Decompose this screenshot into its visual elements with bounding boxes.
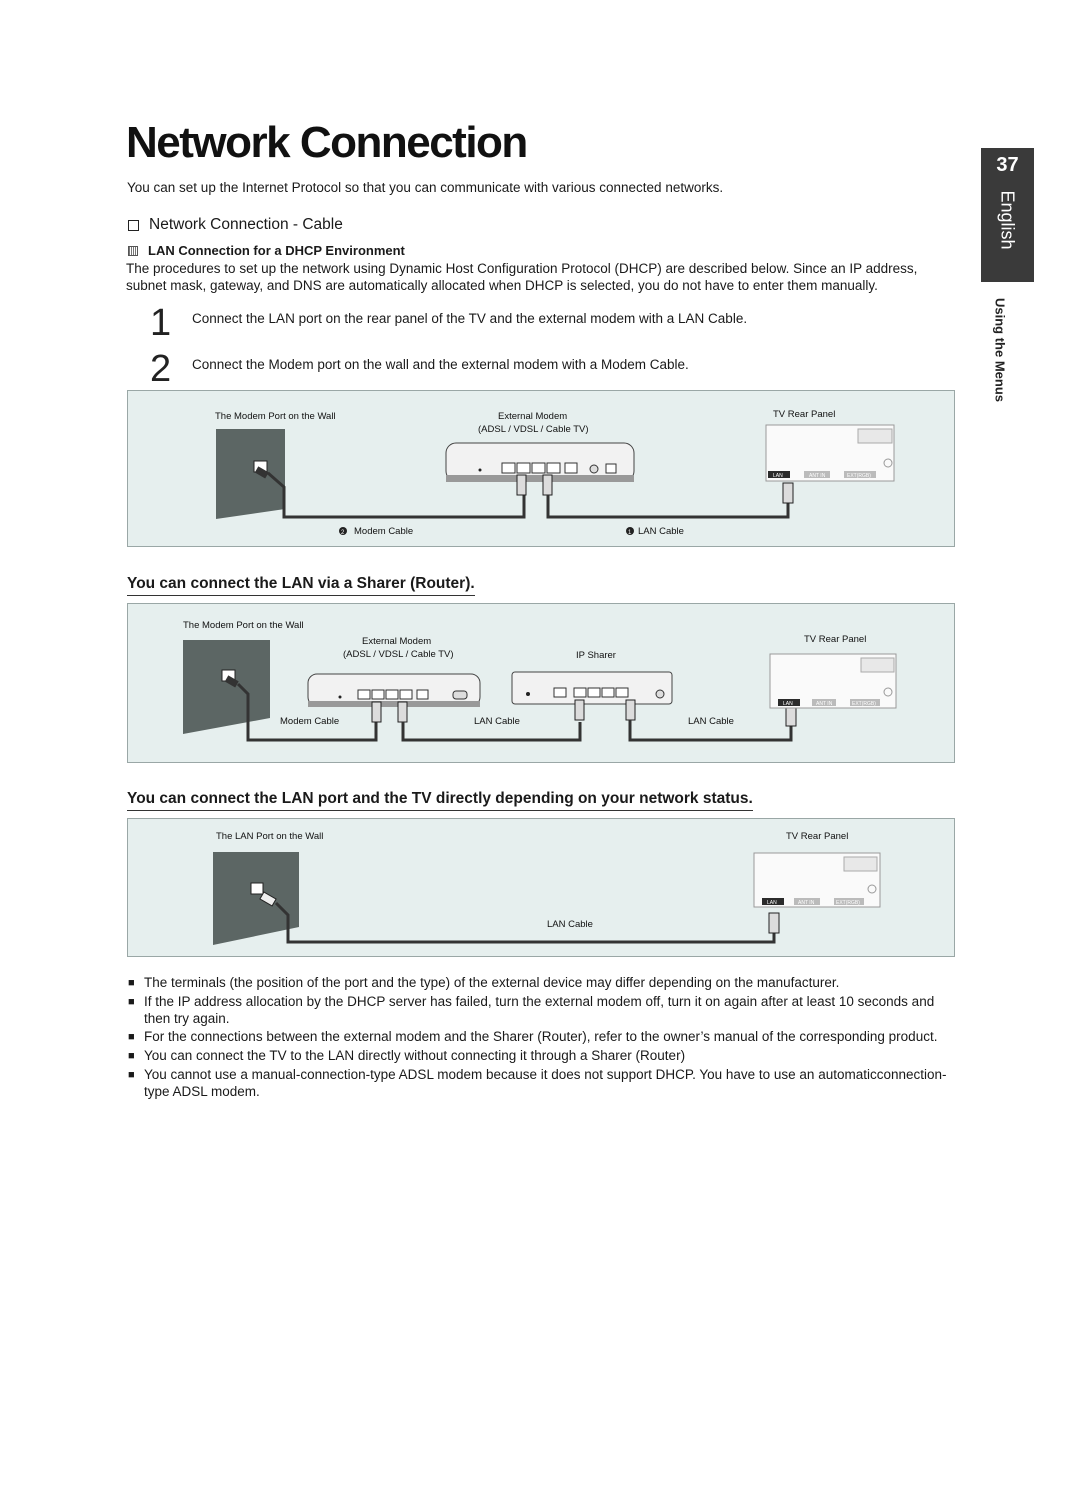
wall-port [250,882,264,895]
step-text: Connect the Modem port on the wall and t… [192,357,689,372]
modem-cable-label: Modem Cable [354,526,414,537]
modem-sub-label: (ADSL / VDSL / Cable TV) [478,424,589,435]
tv-port-label: LAN [767,900,777,906]
lan-cable-line [628,720,793,742]
list-item-text: If the IP address allocation by the DHCP… [144,994,935,1026]
step-text: Connect the LAN port on the rear panel o… [192,311,748,326]
wall-panel [216,429,285,519]
modem-cable-line [267,471,526,519]
modem-cable-label: Modem Cable [280,716,340,727]
diagram-2-art: LAN ANT IN EXT(RGB) [183,640,897,742]
list-item-text: You cannot use a manual-connection-type … [144,1067,947,1099]
note-heading-label: LAN Connection for a DHCP Environment [148,243,405,258]
bullet-square-icon: ■ [128,1031,135,1043]
lan-cable-label: LAN Cable [547,919,593,930]
lan-cable-line [546,495,790,519]
marker-1-icon [626,527,634,535]
list-item: ■ You can connect the TV to the LAN direc… [128,1047,958,1065]
tv-label: TV Rear Panel [804,634,867,645]
list-item: ■ For the connections between the externa… [128,1028,958,1046]
step-2: 2 Connect the Modem port on the wall and… [150,350,689,388]
tv-port-label: ANT IN [816,701,833,707]
language-label: English [997,190,1018,250]
intro-text: You can set up the Internet Protocol so … [127,180,724,195]
step-number: 1 [150,302,172,344]
diagram-3-art: LAN ANT IN EXT(RGB) [213,852,881,945]
tv-port-label: EXT(RGB) [852,701,876,707]
tv-port-label: LAN [783,701,793,707]
step-1: 1 Connect the LAN port on the rear panel… [150,304,747,342]
section-heading-label: Network Connection - Cable [149,216,343,233]
step-number: 2 [150,348,172,390]
list-item-text: For the connections between the external… [144,1029,938,1044]
tv-label: TV Rear Panel [786,831,849,842]
diagram-1-art: LAN ANT IN EXT(RGB) 2 1 [216,424,895,536]
page-number: 37 [996,154,1019,176]
modem-cable-line [236,682,378,742]
modem-label: External Modem [362,636,432,647]
lan-cable-label: LAN Cable [688,716,734,727]
svg-text:2: 2 [341,530,345,536]
tv-port-label: LAN [773,473,783,479]
wall-label: The LAN Port on the Wall [216,831,324,842]
list-item: ■ The terminals (the position of the port… [128,974,958,992]
tv-port-label: EXT(RGB) [847,473,871,479]
lan-cable-line [401,722,582,742]
svg-text:1: 1 [628,530,632,536]
section-heading: Network Connection - Cable [128,216,343,234]
tv-port-label: ANT IN [798,900,815,906]
direct-heading: You can connect the LAN port and the TV … [127,790,753,811]
page-side-tab: 37 English [981,148,1034,282]
bullet-square-icon: ■ [128,1050,135,1062]
marker-2-icon [339,527,347,535]
notes-list: ■ The terminals (the position of the port… [128,974,958,1101]
page-title: Network Connection [126,118,528,167]
lan-cable-label: LAN Cable [638,526,684,537]
tv-port-label: ANT IN [809,473,826,479]
dhcp-paragraph: The procedures to set up the network usi… [126,261,918,293]
tv-label: TV Rear Panel [773,409,836,420]
section-side-label: Using the Menus [992,297,1008,403]
sharer-label: IP Sharer [576,650,616,661]
lan-cable-label: LAN Cable [474,716,520,727]
note-heading: LAN Connection for a DHCP Environment [128,243,405,258]
diagram-direct-lan: LAN ANT IN EXT(RGB) The LAN Port on the … [127,818,955,957]
sharer-heading: You can connect the LAN via a Sharer (Ro… [127,575,475,596]
note-icon [128,245,138,256]
bullet-square-icon: ■ [128,1069,135,1081]
wall-panel [183,640,270,734]
list-item-text: You can connect the TV to the LAN direct… [144,1048,686,1063]
wall-panel [213,852,299,945]
wall-label: The Modem Port on the Wall [215,411,336,422]
diagram-modem-direct: LAN ANT IN EXT(RGB) 2 1 The Modem Port o… [127,390,955,547]
diagram-router: LAN ANT IN EXT(RGB) The Modem Port on th… [127,603,955,763]
modem-sub-label: (ADSL / VDSL / Cable TV) [343,649,454,660]
lan-cable-line [274,901,776,944]
checkbox-bullet-icon [128,219,139,231]
list-item-text: The terminals (the position of the port … [144,975,840,990]
list-item: ■ If the IP address allocation by the DHC… [128,993,958,1027]
tv-port-label: EXT(RGB) [836,900,860,906]
wall-label: The Modem Port on the Wall [183,620,304,631]
bullet-square-icon: ■ [128,977,135,989]
modem-label: External Modem [498,411,568,422]
bullet-square-icon: ■ [128,996,135,1008]
list-item: ■ You cannot use a manual-connection-type… [128,1066,958,1100]
